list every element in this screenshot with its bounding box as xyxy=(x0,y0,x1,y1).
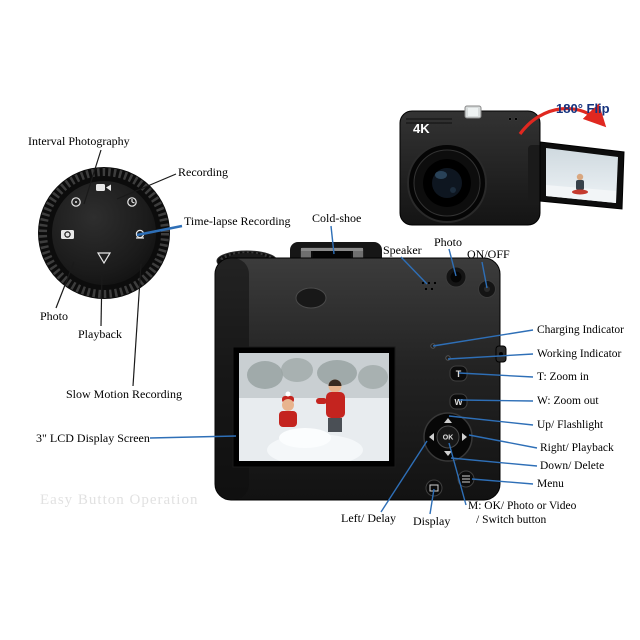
label-slow-motion-recording: Slow Motion Recording xyxy=(66,387,182,401)
w-button: W xyxy=(449,393,468,410)
flash xyxy=(464,105,482,119)
label-speaker: Speaker xyxy=(383,243,422,257)
dial-icon-photo xyxy=(61,230,74,239)
dial-icon-playback xyxy=(96,252,112,265)
lcd-screen xyxy=(239,353,389,461)
label-working-indicator: Working Indicator xyxy=(537,348,622,360)
lcd-child-right xyxy=(316,379,345,432)
flip-screen-figure xyxy=(572,173,588,195)
mic-holes xyxy=(508,117,518,121)
t-button-glyph: T xyxy=(456,369,462,379)
label-left-delay: Left/ Delay xyxy=(341,511,396,525)
label-menu: Menu xyxy=(537,478,564,490)
dial-icon-interval xyxy=(71,197,81,207)
label-lcd-display-screen: 3" LCD Display Screen xyxy=(36,431,150,445)
label-180-flip: 180° Flip xyxy=(556,101,610,116)
watermark-text: Easy Button Operation xyxy=(40,492,199,508)
label-on-off: ON/OFF xyxy=(467,247,510,261)
badge-4k: 4K xyxy=(413,121,430,136)
brand-emblem xyxy=(295,287,327,309)
label-cold-shoe: Cold-shoe xyxy=(312,211,362,225)
label-charging-indicator: Charging Indicator xyxy=(537,324,624,336)
label-playback: Playback xyxy=(78,327,122,341)
ok-button xyxy=(436,425,460,449)
strap-lug xyxy=(495,345,507,363)
charging-led xyxy=(430,343,436,349)
menu-button xyxy=(457,470,475,488)
label-photo-dial: Photo xyxy=(40,309,69,323)
screen-hinge xyxy=(528,145,542,201)
display-button xyxy=(425,479,443,497)
camera-back-view: T W OK xyxy=(214,242,507,501)
w-button-glyph: W xyxy=(454,397,463,407)
label-recording: Recording xyxy=(178,165,228,179)
camera-flip-view: 4K xyxy=(399,105,625,226)
lcd-child-left xyxy=(279,391,297,427)
label-right-playback: Right/ Playback xyxy=(540,442,614,454)
label-w-zoom-out: W: Zoom out xyxy=(537,395,599,407)
flip-screen xyxy=(539,141,625,210)
label-m-ok-line1: M: OK/ Photo or Video xyxy=(468,500,577,512)
label-interval-photography: Interval Photography xyxy=(28,134,130,148)
label-t-zoom-in: T: Zoom in xyxy=(537,371,589,383)
lens xyxy=(407,143,487,223)
label-m-ok-line2: / Switch button xyxy=(476,514,547,526)
label-timelapse-recording: Time-lapse Recording xyxy=(184,214,291,228)
mode-dial-closeup xyxy=(38,167,170,299)
label-display: Display xyxy=(413,514,451,528)
power-button xyxy=(478,280,496,298)
shutter-button xyxy=(445,266,467,288)
label-photo-button: Photo xyxy=(434,235,463,249)
body-grip-lines xyxy=(406,118,452,124)
dial-face xyxy=(52,181,156,285)
label-down-delete: Down/ Delete xyxy=(540,460,605,472)
working-led xyxy=(445,355,451,361)
t-button: T xyxy=(449,365,468,382)
ok-button-glyph: OK xyxy=(443,435,454,442)
dpad: OK xyxy=(423,412,473,462)
label-up-flashlight: Up/ Flashlight xyxy=(537,419,604,431)
